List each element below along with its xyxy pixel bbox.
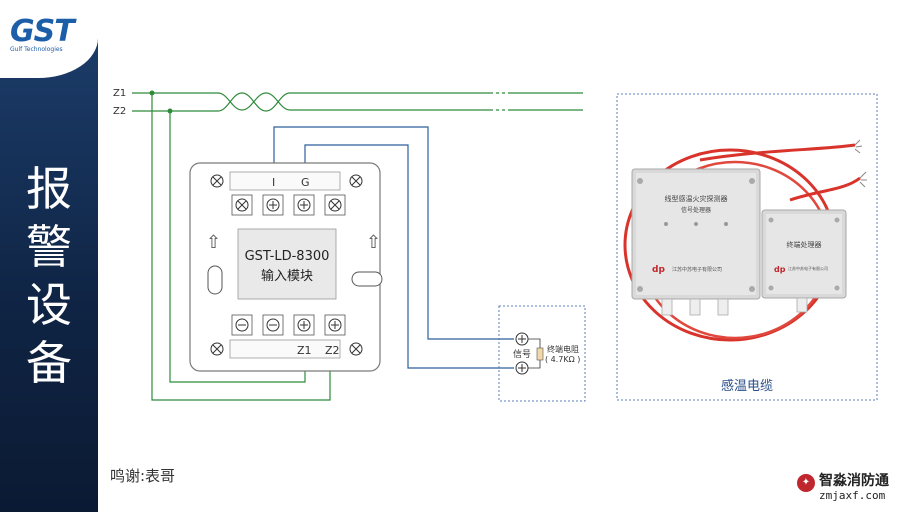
product-caption: 感温电缆 [721,378,773,394]
signal-label: 信号 [513,348,531,360]
terminal-processor-box: 终端处理器 dp 江苏中苏电子有限公司 [761,209,847,313]
resistor-lead-bottom [528,360,541,369]
terminal-z1-label: Z1 [297,344,312,357]
z2-drop-wire [169,111,306,383]
watermark-line3: 通 [875,473,889,489]
sidebar-title: 报警设备 [26,162,72,390]
watermark-line1: 智淼消防通 [819,470,889,490]
screw-bottom-right [349,342,363,356]
bus-z1-line [132,92,583,111]
gst-logo: GST [10,14,75,49]
screw-top-right [349,174,363,188]
terminal-z2-label: Z2 [325,344,340,357]
resistor-value: ( 4.7KΩ ) [545,355,580,364]
screw-bottom-left [210,342,224,356]
processor-company: 江苏中苏电子有限公司 [672,266,722,273]
top-terminal-strip [229,171,341,191]
bottom-terminal-strip [229,339,341,359]
input-module: I G GST-LD-8300 输入模块 ⇧ ⇧ [189,162,383,372]
z1-drop-wire [151,93,331,401]
z1-label: Z1 [113,88,126,99]
screw-top-left [210,174,224,188]
module-name: 输入模块 [261,268,313,284]
credit-text: 鸣谢:表哥 [110,467,176,485]
logo-area: GST Gulf Technologies [0,0,98,78]
resistor-icon [536,347,544,361]
watermark: ✦ 智淼消防通 zmjaxf.com [797,470,907,508]
processor-brand-icon: dp [652,265,665,275]
terminal-i-label: I [272,176,275,189]
resistor-label: 终端电阻 [547,344,579,354]
resistor-terminal-top [515,332,529,346]
watermark-site-name: 智淼消防 [819,473,875,489]
up-arrow-left-icon: ⇧ [206,232,221,253]
product-box [616,93,878,401]
watermark-url: zmjaxf.com [819,489,886,502]
gst-logo-subtitle: Gulf Technologies [10,46,63,53]
module-label-panel [237,228,337,300]
slot-right [351,271,383,287]
bottom-terminal-row [231,314,346,336]
up-arrow-right-icon: ⇧ [366,232,381,253]
signal-processor-box: 线型感温火灾探测器 信号处理器 dp 江苏中苏电子有限公司 [631,168,761,316]
bus-z2-line [132,92,583,112]
terminal-g-label: G [301,176,310,189]
g-signal-wire [304,144,514,369]
i-signal-wire [273,126,514,340]
top-terminal-row [231,194,346,216]
sidebar: GST Gulf Technologies 报警设备 [0,0,98,512]
module-model: GST-LD-8300 [245,249,330,264]
terminal-box-brand-icon: dp [774,265,786,274]
z2-label: Z2 [113,106,126,117]
resistor-terminal-bottom [515,361,529,375]
terminal-box-company: 江苏中苏电子有限公司 [788,265,828,271]
resistor-lead-top [528,338,541,348]
watermark-logo-icon: ✦ [797,474,815,492]
resistor-box [498,305,586,402]
slot-left [207,265,223,295]
processor-subtitle: 信号处理器 [681,206,711,214]
processor-title: 线型感温火灾探测器 [665,194,728,203]
terminal-box-title: 终端处理器 [787,240,822,249]
